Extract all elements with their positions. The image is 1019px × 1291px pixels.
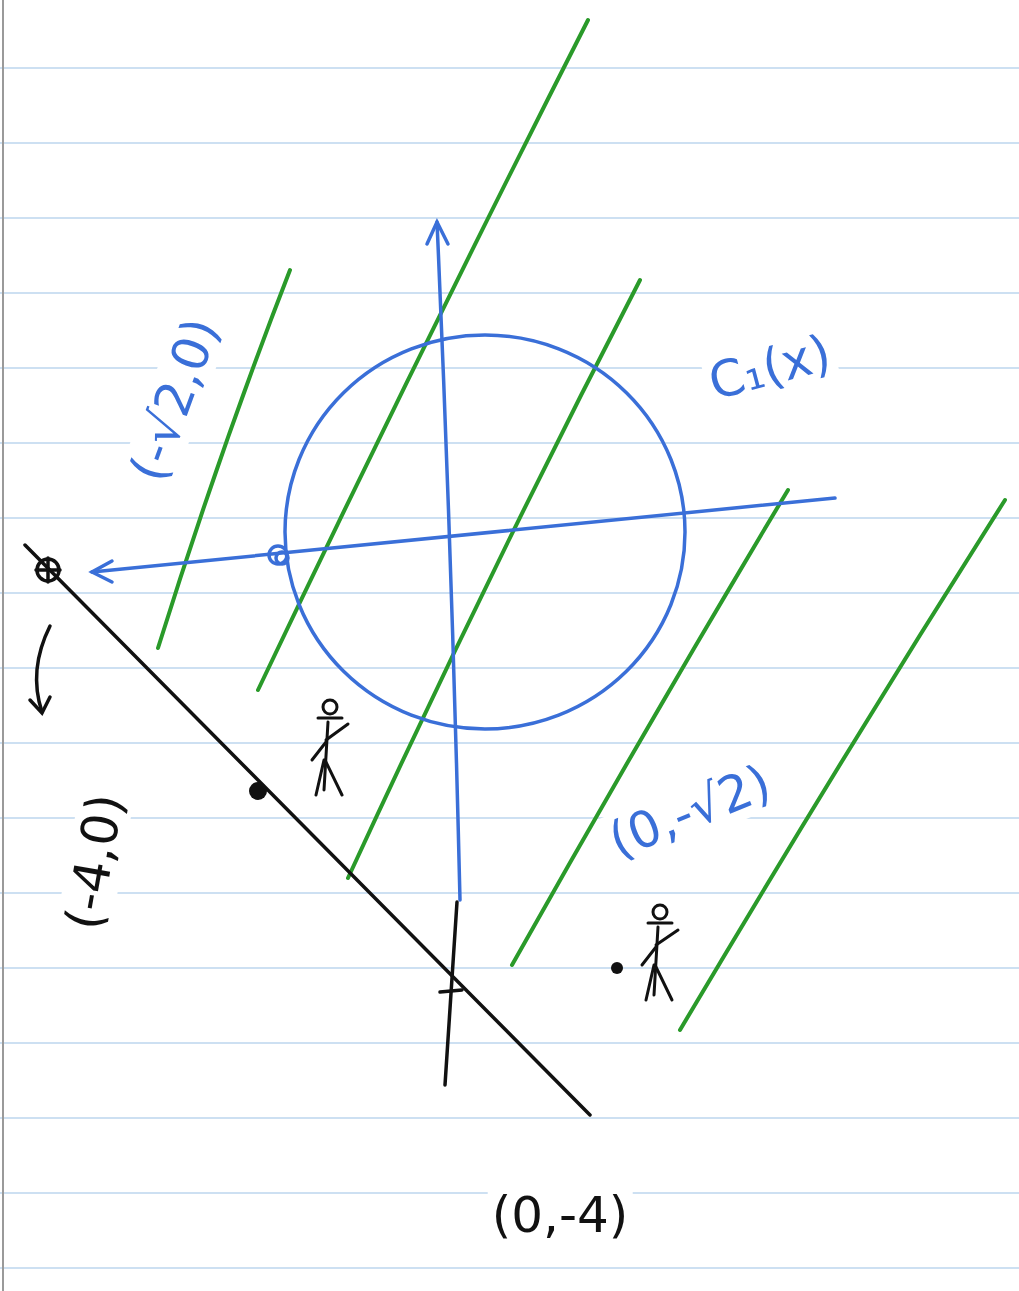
coordinate-label: (-√2,0) — [119, 308, 231, 493]
ruled-lines — [0, 68, 1019, 1268]
coordinate-label: C₁(x) — [699, 324, 840, 411]
coordinate-label: (0,-4) — [488, 1188, 633, 1243]
coordinate-label: (0,-√2) — [598, 753, 782, 870]
unit-circle-axes — [92, 222, 835, 900]
points — [249, 782, 623, 974]
coordinate-label: (-4,0) — [55, 786, 134, 938]
constraint-line — [25, 545, 590, 1115]
margin-line — [2, 0, 4, 1291]
